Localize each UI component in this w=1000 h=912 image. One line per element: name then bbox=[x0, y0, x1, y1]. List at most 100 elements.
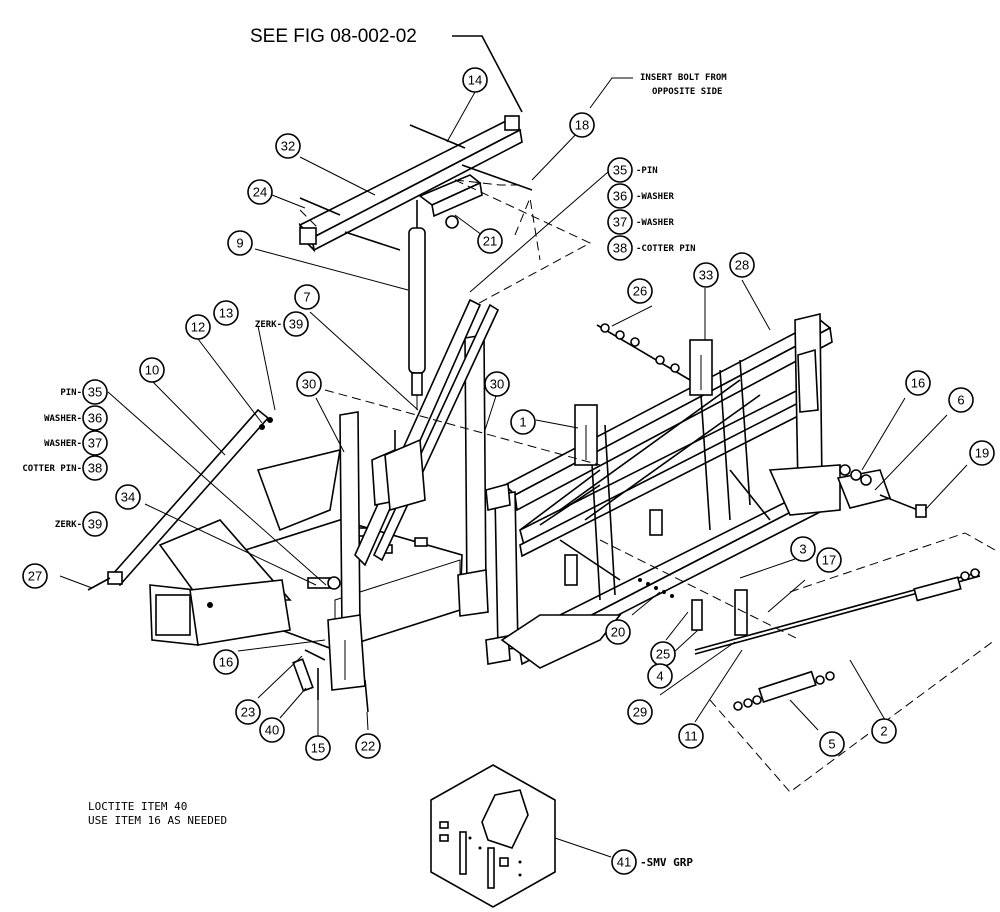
svg-text:PIN-: PIN- bbox=[60, 388, 82, 398]
callout-30: 30 bbox=[296, 371, 322, 397]
callout-number: 32 bbox=[281, 139, 295, 154]
callout-number: 10 bbox=[145, 363, 159, 378]
callout-11: 11 bbox=[678, 723, 704, 749]
callout-zerk-top: 39 bbox=[283, 311, 309, 337]
callout-number: 24 bbox=[253, 185, 267, 200]
svg-text:ZERK-: ZERK- bbox=[55, 520, 82, 530]
callout-number: 29 bbox=[633, 705, 647, 720]
svg-text:35: 35 bbox=[88, 385, 102, 400]
callout-26: 26 bbox=[627, 278, 653, 304]
callout-number: 20 bbox=[611, 625, 625, 640]
callout-5: 5 bbox=[819, 731, 845, 757]
callout-number: 22 bbox=[361, 739, 375, 754]
svg-text:37: 37 bbox=[613, 215, 627, 230]
callout-27: 27 bbox=[22, 563, 48, 589]
see-fig-label: SEE FIG 08-002-02 bbox=[250, 26, 417, 47]
callout-28: 28 bbox=[729, 252, 755, 278]
callout-number: 23 bbox=[241, 705, 255, 720]
legend-top: 35 -PIN 36 -WASHER 37 -WASHER 38 -COTTER… bbox=[607, 157, 696, 261]
callout-number: 11 bbox=[684, 729, 698, 744]
svg-text:35: 35 bbox=[613, 163, 627, 178]
insert-bolt-leader bbox=[589, 77, 633, 109]
callout-number: 33 bbox=[699, 268, 713, 283]
svg-text:-WASHER: -WASHER bbox=[636, 192, 675, 202]
svg-text:38: 38 bbox=[88, 461, 102, 476]
callout-4: 4 bbox=[647, 663, 673, 689]
callout-16: 16 bbox=[213, 649, 239, 675]
hydraulic-cylinder bbox=[408, 200, 426, 410]
callout-number: 21 bbox=[483, 234, 497, 249]
upper-cross-beam bbox=[298, 115, 533, 253]
svg-text:38: 38 bbox=[613, 241, 627, 256]
see-fig-leader bbox=[452, 35, 523, 113]
callout-number: 13 bbox=[219, 306, 233, 321]
svg-text:39: 39 bbox=[88, 517, 102, 532]
callout-14: 14 bbox=[462, 67, 488, 93]
callout-number: 2 bbox=[880, 724, 887, 739]
note-loctite: LOCTITE ITEM 40 bbox=[88, 800, 187, 813]
svg-text:-COTTER PIN: -COTTER PIN bbox=[636, 244, 696, 254]
callout-number: 17 bbox=[822, 553, 836, 568]
callout-25: 25 bbox=[650, 641, 676, 667]
svg-text:36: 36 bbox=[613, 189, 627, 204]
svg-text:WASHER-: WASHER- bbox=[44, 414, 82, 424]
right-frame bbox=[485, 312, 841, 669]
svg-text:-PIN: -PIN bbox=[636, 166, 658, 176]
callout-34: 34 bbox=[115, 484, 141, 510]
zerk-top-label: ZERK- bbox=[255, 320, 282, 330]
callout-number: 30 bbox=[490, 377, 504, 392]
callout-number: 4 bbox=[656, 669, 663, 684]
insert-bolt-line-2: OPPOSITE SIDE bbox=[652, 87, 722, 97]
callout-12: 12 bbox=[185, 314, 211, 340]
svg-text:41: 41 bbox=[617, 855, 631, 870]
svg-text:WASHER-: WASHER- bbox=[44, 439, 82, 449]
spring-rod bbox=[694, 568, 981, 711]
callout-10: 10 bbox=[139, 357, 165, 383]
callout-number: 16 bbox=[219, 655, 233, 670]
callout-number: 30 bbox=[302, 377, 316, 392]
hitch-clamp bbox=[836, 464, 927, 518]
smv-group-detail bbox=[430, 764, 556, 908]
callout-32: 32 bbox=[275, 133, 301, 159]
callout-number: 25 bbox=[656, 647, 670, 662]
callout-number: 9 bbox=[236, 236, 243, 251]
callout-number: 3 bbox=[799, 542, 806, 557]
svg-text:39: 39 bbox=[289, 317, 303, 332]
svg-text:-WASHER: -WASHER bbox=[636, 218, 675, 228]
svg-text:COTTER PIN-: COTTER PIN- bbox=[22, 464, 82, 474]
left-brace-10 bbox=[87, 408, 273, 591]
callout-13: 13 bbox=[213, 300, 239, 326]
callout-40: 40 bbox=[259, 717, 285, 743]
callout-7: 7 bbox=[294, 284, 320, 310]
insert-bolt-line-1: INSERT BOLT FROM bbox=[640, 73, 727, 83]
callout-41: 41 bbox=[611, 849, 637, 875]
callout-number: 1 bbox=[519, 415, 526, 430]
left-frame bbox=[149, 298, 500, 691]
callout-number: 18 bbox=[575, 118, 589, 133]
svg-text:36: 36 bbox=[88, 411, 102, 426]
smv-label: -SMV GRP bbox=[640, 856, 693, 869]
callout-29: 29 bbox=[627, 699, 653, 725]
callout-1: 1 bbox=[510, 409, 536, 435]
callout-16: 16 bbox=[905, 370, 931, 396]
callout-number: 34 bbox=[121, 490, 135, 505]
callout-18: 18 bbox=[569, 112, 595, 138]
callout-9: 9 bbox=[227, 230, 253, 256]
callout-21: 21 bbox=[477, 228, 503, 254]
callout-30: 30 bbox=[484, 371, 510, 397]
callout-17: 17 bbox=[816, 547, 842, 573]
callout-number: 40 bbox=[265, 723, 279, 738]
callout-24: 24 bbox=[247, 179, 273, 205]
callout-number: 19 bbox=[975, 446, 989, 461]
callout-number: 27 bbox=[28, 569, 42, 584]
callout-number: 5 bbox=[828, 737, 835, 752]
callout-number: 16 bbox=[911, 376, 925, 391]
callout-23: 23 bbox=[235, 699, 261, 725]
callout-33: 33 bbox=[693, 262, 719, 288]
callout-number: 28 bbox=[735, 258, 749, 273]
callout-number: 26 bbox=[633, 284, 647, 299]
note-item16: USE ITEM 16 AS NEEDED bbox=[88, 814, 227, 827]
clevis-26 bbox=[596, 323, 691, 381]
